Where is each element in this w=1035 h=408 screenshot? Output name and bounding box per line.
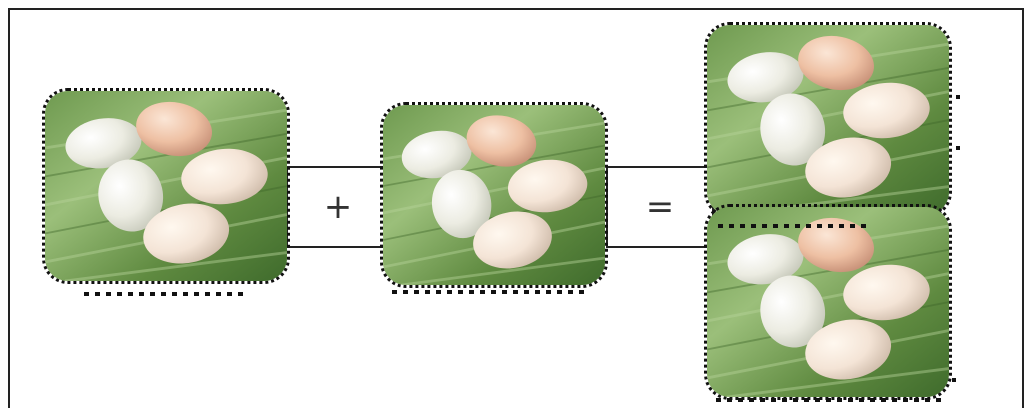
egg-plate-image-middle: [380, 102, 608, 288]
dotted-shadow-result: [716, 398, 942, 402]
marker-dot: [952, 378, 956, 382]
marker-dot: [956, 95, 960, 99]
dotted-shadow-left: [84, 292, 244, 296]
plus-sign: +: [323, 187, 353, 227]
dotted-seam-result: [718, 224, 870, 228]
eggs-on-leaf-icon: [707, 25, 949, 215]
dotted-shadow-middle: [392, 290, 588, 294]
egg-plate-image-result-top: [704, 22, 952, 218]
egg-plate-image-left: [42, 88, 290, 284]
eggs-on-leaf-icon: [707, 207, 949, 397]
equals-sign: =: [645, 187, 675, 227]
eggs-on-leaf-icon: [383, 105, 605, 285]
eggs-on-leaf-icon: [45, 91, 287, 281]
marker-dot: [956, 146, 960, 150]
egg-plate-image-result-bottom: [704, 204, 952, 400]
equals-box: =: [606, 166, 714, 248]
plus-box: +: [286, 166, 390, 248]
